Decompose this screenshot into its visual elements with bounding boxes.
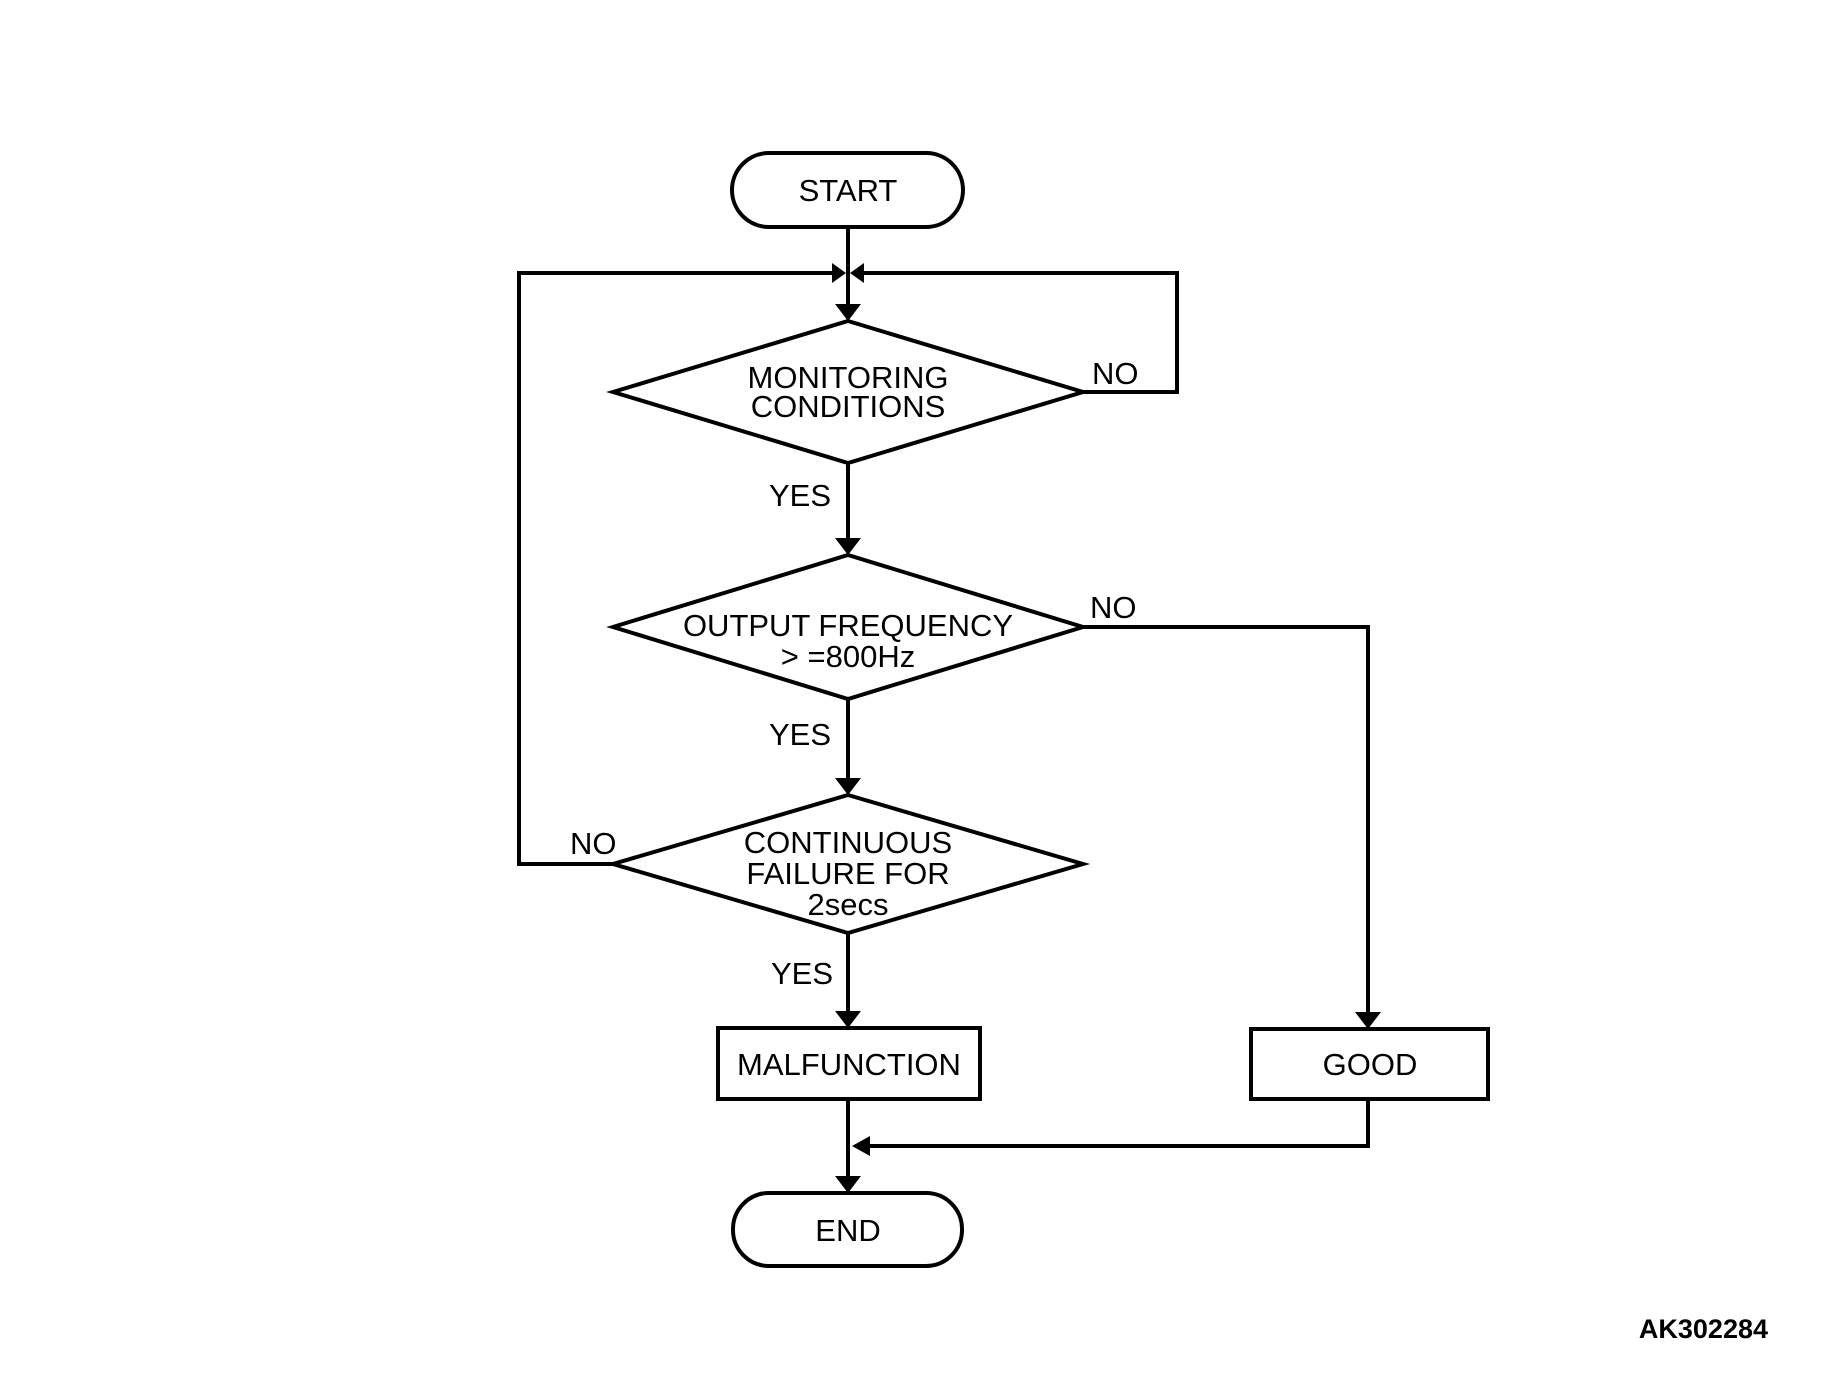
malfunction-node: [716, 1026, 982, 1101]
arrowhead-into-continuous: [835, 778, 861, 795]
good-label: GOOD: [1323, 1047, 1418, 1082]
arrowhead-junction-from-right: [850, 263, 864, 283]
end-node: [731, 1191, 964, 1268]
output-frequency-label-line2: > =800Hz: [781, 639, 915, 674]
figure-code: AK302284: [1639, 1314, 1768, 1344]
continuous-failure-label-line3: 2secs: [808, 887, 889, 922]
start-label: START: [799, 173, 898, 208]
arrowhead-into-monitoring: [835, 304, 861, 321]
monitoring-yes-label: YES: [769, 478, 831, 513]
continuous-failure-label-line2: FAILURE FOR: [746, 856, 949, 891]
arrowhead-merge-left: [852, 1136, 870, 1156]
monitoring-conditions-label-line1: MONITORING: [748, 360, 949, 395]
malfunction-label: MALFUNCTION: [737, 1047, 961, 1082]
continuous-failure-label-line1: CONTINUOUS: [744, 825, 952, 860]
arrowhead-into-frequency: [835, 538, 861, 555]
good-node: [1249, 1027, 1490, 1101]
continuous-failure-decision: [605, 792, 1091, 936]
arrowhead-into-malfunction: [835, 1011, 861, 1028]
end-label: END: [815, 1213, 880, 1248]
edge-monitoring-no-loop: [864, 271, 1179, 394]
continuous-yes-label: YES: [771, 956, 833, 991]
continuous-no-label: NO: [570, 826, 617, 861]
edge-good-to-merge: [870, 1099, 1370, 1148]
output-frequency-decision: [606, 552, 1090, 702]
frequency-no-label: NO: [1090, 590, 1137, 625]
monitoring-conditions-decision: [606, 318, 1090, 466]
frequency-yes-label: YES: [769, 717, 831, 752]
edge-continuous-no-loop: [517, 271, 832, 866]
start-node: [730, 151, 965, 229]
monitoring-conditions-label-line2: CONDITIONS: [751, 389, 946, 424]
arrowhead-into-good: [1355, 1012, 1381, 1029]
monitoring-no-label: NO: [1092, 356, 1139, 391]
arrowhead-junction-from-left: [832, 263, 846, 283]
output-frequency-label-line1: OUTPUT FREQUENCY: [683, 608, 1013, 643]
arrowhead-into-end: [835, 1176, 861, 1193]
edge-frequency-no-to-good: [1083, 625, 1370, 1014]
